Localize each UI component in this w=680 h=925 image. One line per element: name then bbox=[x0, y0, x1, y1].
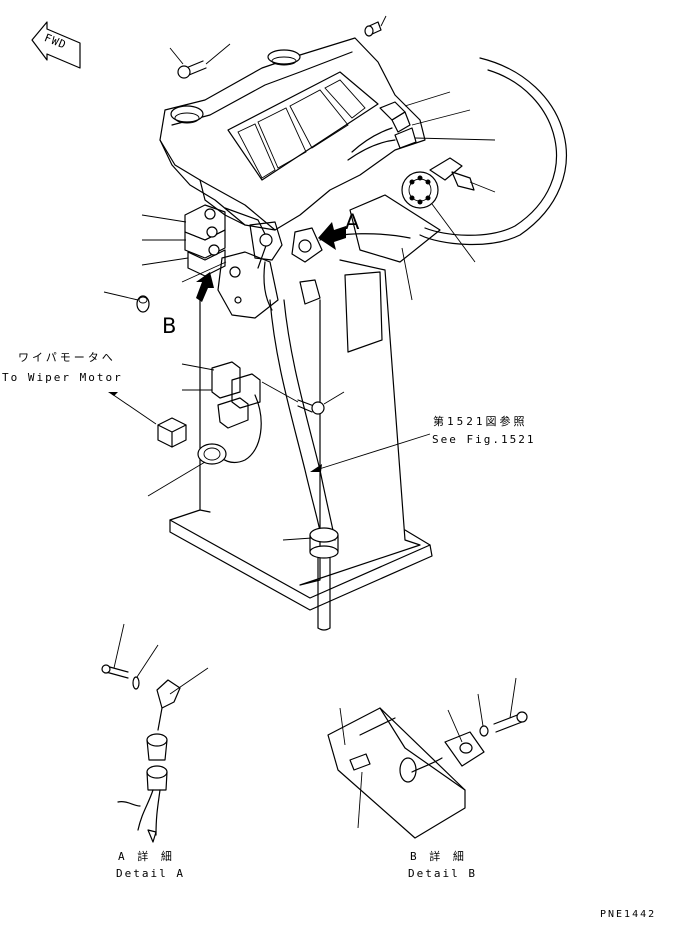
view-a-arrow-icon bbox=[318, 222, 346, 250]
plug-cap bbox=[103, 291, 150, 313]
steering-column-body bbox=[169, 194, 441, 611]
see-fig-leader bbox=[310, 433, 431, 472]
wiper-note-jp: ワイパモータへ bbox=[18, 351, 116, 364]
fwd-arrow-icon bbox=[31, 21, 81, 69]
left-switch-stack bbox=[141, 204, 269, 277]
detail-b-title-en: Detail B bbox=[408, 867, 477, 880]
leader-cover bbox=[181, 261, 227, 283]
view-a-label: A bbox=[345, 210, 360, 234]
long-cable-edge bbox=[424, 69, 557, 236]
wiper-note-en: To Wiper Motor bbox=[2, 371, 123, 384]
right-switch-cluster bbox=[347, 91, 496, 161]
wiper-connector bbox=[108, 392, 187, 448]
grommet bbox=[147, 443, 227, 497]
long-cable bbox=[419, 57, 567, 246]
mid-bolt bbox=[261, 381, 345, 415]
key-switch bbox=[401, 157, 496, 263]
top-bolt bbox=[364, 15, 387, 37]
main-wire-harness bbox=[269, 299, 339, 631]
wiper-switch-cover bbox=[217, 251, 279, 319]
view-b-arrow-icon bbox=[196, 272, 214, 302]
upper-left-bolt bbox=[169, 43, 231, 79]
view-b-label: B bbox=[162, 314, 177, 338]
detail-a-title-jp: A 詳 細 bbox=[118, 850, 175, 863]
detail-a-drawing bbox=[101, 623, 209, 843]
leader-panel bbox=[401, 247, 413, 301]
drawing-number: PNE1442 bbox=[600, 909, 657, 920]
see-fig-note-jp: 第1521図参照 bbox=[433, 415, 528, 428]
leader-boot bbox=[282, 537, 313, 541]
detail-a-title-en: Detail A bbox=[116, 867, 185, 880]
detail-b-title-jp: B 詳 細 bbox=[410, 850, 467, 863]
dashboard-housing bbox=[159, 37, 426, 231]
see-fig-note-en: See Fig.1521 bbox=[432, 433, 536, 446]
detail-b-drawing bbox=[327, 677, 528, 839]
